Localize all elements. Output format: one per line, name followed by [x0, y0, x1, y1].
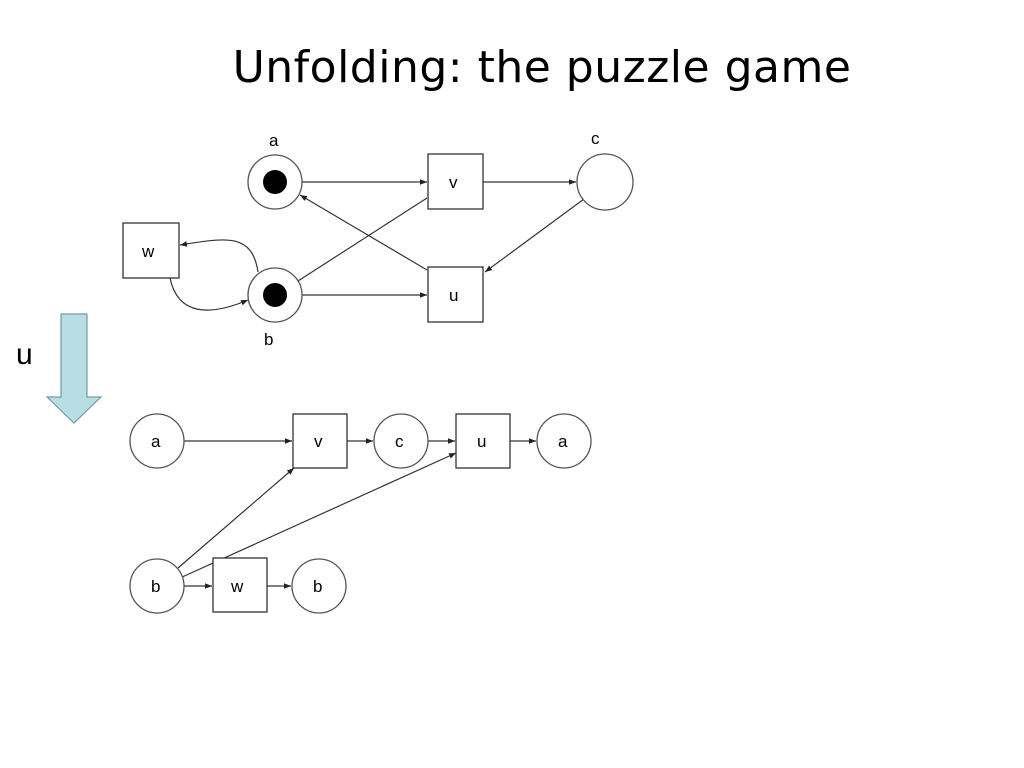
transition-v-label: v [449, 173, 458, 192]
arc-b-w [179, 239, 259, 273]
token-b [263, 283, 287, 307]
unf-place-c-label: c [395, 432, 404, 451]
place-c-label: c [591, 129, 600, 148]
arc-u-a [299, 194, 428, 271]
transition-w-label: w [141, 242, 155, 261]
arc-w-b [169, 277, 249, 311]
unf-place-a2-label: a [558, 432, 568, 451]
unf-transition-w-label: w [230, 577, 244, 596]
arc-b-v [297, 197, 428, 282]
unf-place-b2-label: b [313, 577, 322, 596]
unf-transition-u-label: u [477, 432, 486, 451]
transition-u-label: u [449, 286, 458, 305]
unf-place-b2 [291, 558, 347, 614]
unf-place-a2 [536, 413, 592, 469]
transition-w [122, 222, 180, 279]
token-a [263, 170, 287, 194]
place-b-label: b [264, 330, 273, 349]
down-arrow-icon [45, 313, 103, 424]
place-a-label: a [269, 131, 279, 150]
unf-place-a1-label: a [151, 432, 161, 451]
unf-place-b1-label: b [151, 577, 160, 596]
transition-v [427, 153, 484, 210]
unf-transition-v [292, 413, 348, 469]
slide-title: Unfolding: the puzzle game [232, 42, 852, 93]
place-c [576, 153, 634, 211]
step-label: u [16, 338, 33, 371]
transition-u [427, 266, 484, 323]
unf-transition-v-label: v [314, 432, 323, 451]
unf-place-c [373, 413, 429, 469]
petri-net: a b c v u w [122, 129, 634, 349]
unf-place-a1 [129, 413, 185, 469]
unf-arc-b-u [179, 452, 457, 579]
unf-transition-w [212, 557, 268, 613]
unf-place-b1 [129, 558, 185, 614]
arc-c-u [484, 198, 585, 273]
unf-transition-u [455, 413, 511, 469]
unfolding: a c a b b v u w [129, 413, 592, 614]
unf-arc-b-v [177, 467, 295, 569]
